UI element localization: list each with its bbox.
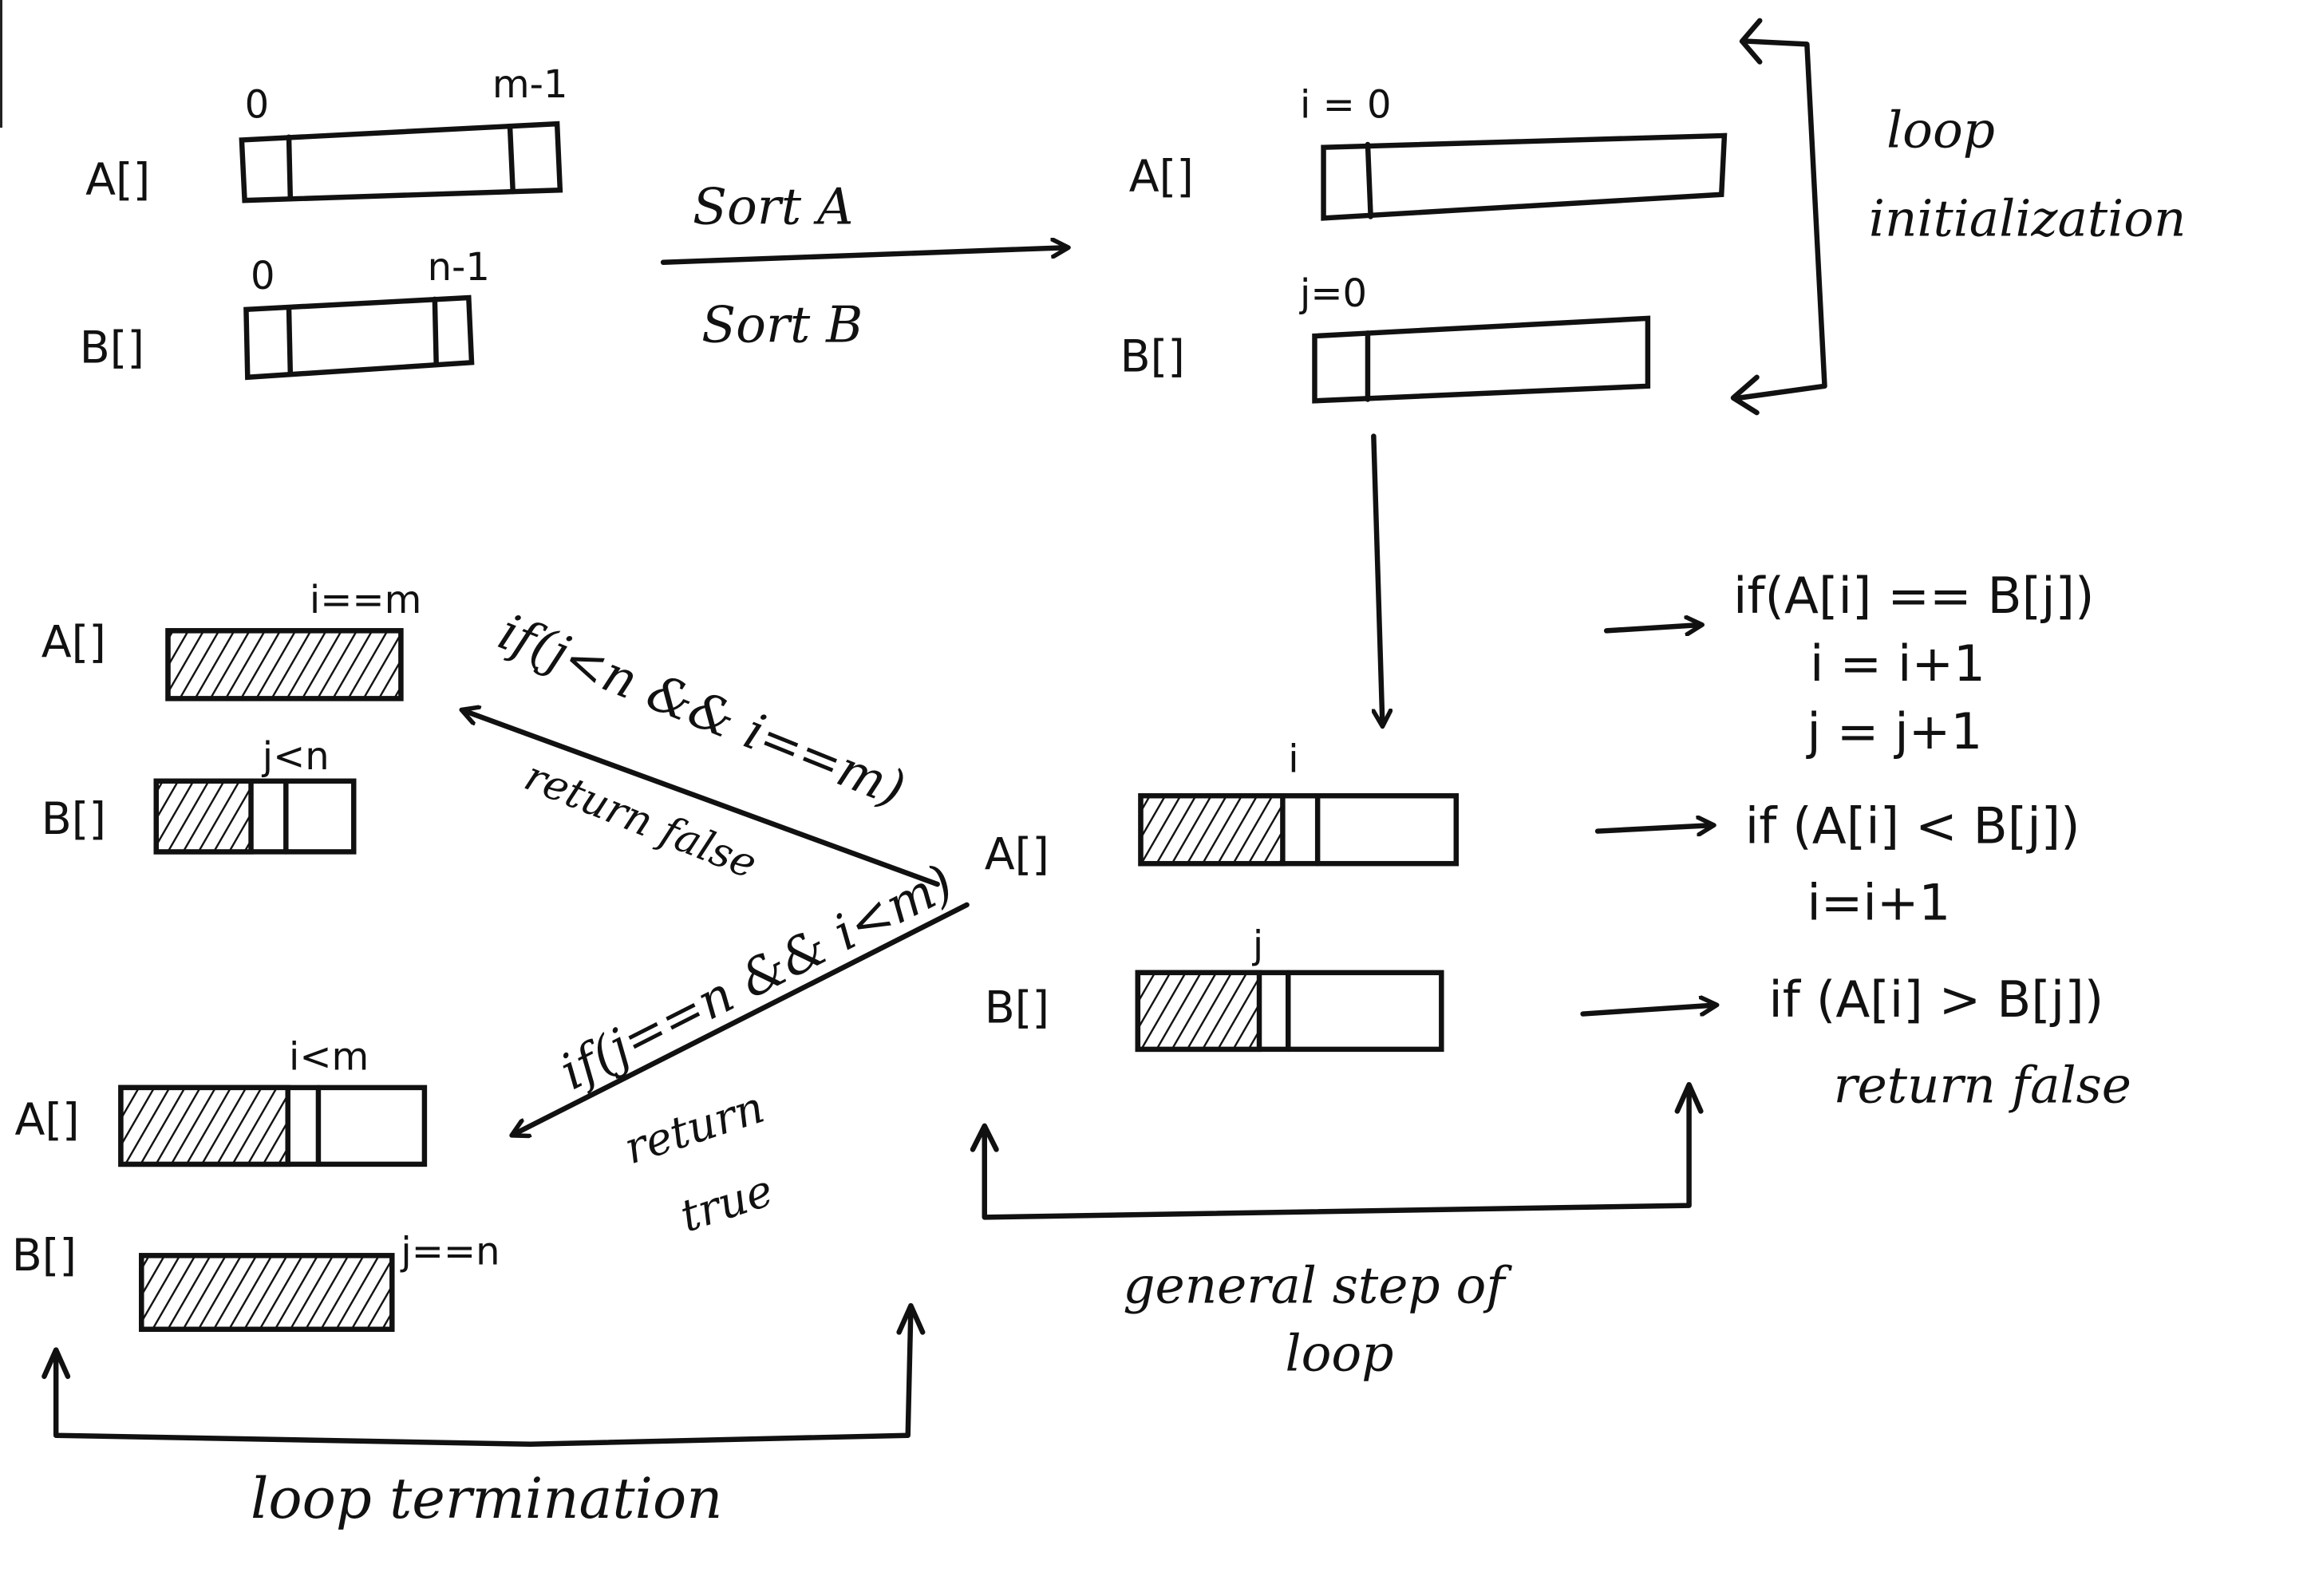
term-true-pointer-j: j==n <box>400 1229 500 1274</box>
condition-less-test: if (A[i] < B[j]) <box>1745 796 2080 855</box>
termination-bracket-arrow-left <box>41 1347 71 1380</box>
condition-arrow-greater <box>1580 1005 1716 1017</box>
init-caption-line2: initialization <box>1869 189 2187 247</box>
input-array-b-box <box>243 294 475 381</box>
term-false-pointer-i: i==m <box>310 578 422 622</box>
term-false-array-a-box <box>165 628 404 701</box>
termination-caption: loop termination <box>251 1466 722 1531</box>
general-array-b-box <box>1135 970 1444 1053</box>
init-bracket-arrow-bottom <box>1730 374 1760 416</box>
general-pointer-i: i <box>1288 737 1298 782</box>
input-array-b-start-index: 0 <box>251 254 275 298</box>
init-caption-line1: loop <box>1886 101 1995 160</box>
init-array-a-box <box>1321 132 1728 221</box>
term-true-array-a-box <box>118 1084 428 1167</box>
init-bracket <box>1736 38 1827 401</box>
term-true-array-a-processed <box>118 1084 290 1167</box>
general-pointer-j: j <box>1252 922 1263 967</box>
sort-a-label: Sort A <box>693 178 853 236</box>
input-array-b-label: B[] <box>80 322 144 373</box>
general-bracket-arrow-right <box>1674 1081 1704 1114</box>
term-true-result-line1: return <box>618 1082 770 1175</box>
term-true-array-a-label: A[] <box>14 1095 79 1146</box>
to-term-false-arrow <box>463 710 940 887</box>
condition-arrow-less <box>1594 825 1713 831</box>
term-true-array-b-processed <box>139 1253 395 1332</box>
general-bracket-arrow-left <box>970 1123 999 1152</box>
termination-bracket-line <box>53 1306 914 1448</box>
term-false-array-b-box <box>153 778 357 855</box>
general-array-a-box <box>1138 792 1460 867</box>
to-term-true-arrow <box>513 902 970 1135</box>
condition-equal-test: if(A[i] == B[j]) <box>1733 567 2095 625</box>
general-caption-line2: loop <box>1286 1324 1394 1382</box>
general-caption-line1: general step of <box>1123 1257 1512 1315</box>
input-array-b-end-index: n-1 <box>428 245 490 290</box>
condition-equal-action-1: i = i+1 <box>1810 634 1985 693</box>
term-true-array-b-label: B[] <box>12 1231 77 1282</box>
sort-arrow: Sort A Sort B <box>660 178 1067 354</box>
general-stage: A[] i B[] j if(A[i] == B[j]) i = i+1 j =… <box>970 567 2131 1382</box>
condition-greater-test: if (A[i] > B[j]) <box>1768 970 2104 1029</box>
input-array-a-box <box>239 120 563 203</box>
sort-b-label: Sort B <box>701 295 863 354</box>
init-array-a-label: A[] <box>1129 152 1194 203</box>
general-array-b-processed <box>1135 970 1262 1053</box>
term-false-pointer-j: j<n <box>262 734 330 779</box>
condition-greater-action-1: return false <box>1834 1056 2131 1114</box>
input-array-a-end-index: m-1 <box>492 62 568 107</box>
termination-bracket-arrow-right <box>896 1302 926 1335</box>
general-array-a-processed <box>1138 792 1286 867</box>
term-true-result-line2: true <box>674 1165 779 1242</box>
term-true-pointer-i: i<m <box>289 1035 369 1080</box>
condition-less-action-1: i=i+1 <box>1807 873 1950 931</box>
init-array-b-label: B[] <box>1120 331 1185 382</box>
condition-equal-action-2: j = j+1 <box>1805 702 1982 760</box>
term-true-array-b-box <box>139 1253 395 1332</box>
init-pointer-j: j=0 <box>1299 271 1367 316</box>
init-bracket-arrow-top <box>1739 18 1763 65</box>
input-stage: A[] 0 m-1 B[] 0 n-1 <box>80 62 568 381</box>
init-array-b-box <box>1312 315 1651 404</box>
general-array-b-label: B[] <box>985 983 1049 1034</box>
input-array-a-start-index: 0 <box>245 83 270 128</box>
input-array-a-label: A[] <box>85 155 150 206</box>
general-array-a-label: A[] <box>985 830 1049 881</box>
term-false-array-b-label: B[] <box>41 794 106 845</box>
general-bracket <box>982 1088 1692 1220</box>
termination-false-stage: A[] i==m B[] j<n if(j<n && i==m) return … <box>41 578 940 889</box>
init-pointer-i: i = 0 <box>1300 83 1392 128</box>
init-to-general-arrow <box>1371 433 1382 725</box>
term-false-array-b-processed <box>153 778 254 855</box>
term-true-condition: if(j==n && i<m) <box>551 853 962 1101</box>
page-edge <box>0 0 2 128</box>
term-false-array-a-processed <box>165 628 404 701</box>
condition-arrow-equal <box>1603 625 1701 630</box>
init-stage: A[] i = 0 B[] j=0 loop initialization <box>1120 18 2187 416</box>
termination-bracket: loop termination <box>41 1302 926 1531</box>
term-false-array-a-label: A[] <box>41 618 106 669</box>
term-false-result: return false <box>518 753 764 889</box>
sort-arrow-line <box>660 247 1067 265</box>
termination-true-stage: A[] i<m B[] j==n if(j==n && i<m) return … <box>12 853 970 1332</box>
